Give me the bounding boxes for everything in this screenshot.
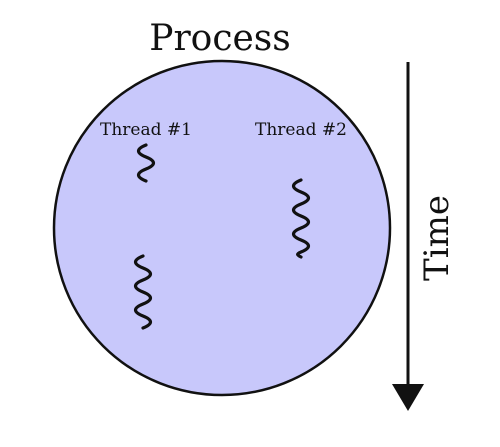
thread-1-squiggle-top-icon bbox=[136, 143, 156, 183]
diagram-title: Process bbox=[149, 18, 291, 59]
thread-1-label: Thread #1 bbox=[100, 120, 192, 140]
thread-1-squiggle-bottom-icon bbox=[133, 254, 153, 330]
process-circle bbox=[52, 59, 392, 397]
time-label: Time bbox=[417, 195, 457, 281]
time-arrow-head-icon bbox=[392, 384, 424, 411]
thread-2-label: Thread #2 bbox=[255, 120, 347, 140]
thread-2-squiggle-icon bbox=[291, 178, 311, 259]
